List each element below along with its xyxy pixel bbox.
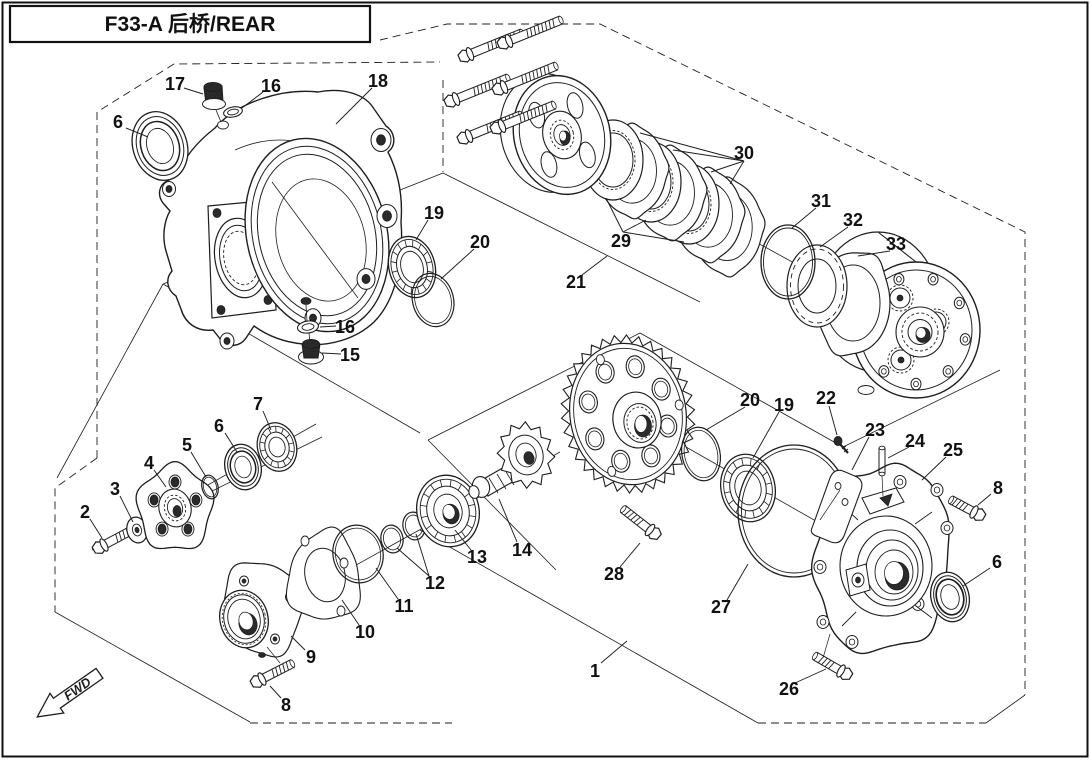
bearing-carrier-9	[219, 562, 307, 664]
callout-31: 31	[811, 191, 831, 211]
bolt-28	[619, 505, 662, 540]
bolt-26	[812, 651, 854, 680]
callout-14: 14	[512, 540, 532, 560]
o-ring-20-mid	[680, 426, 722, 482]
callout-24: 24	[905, 431, 925, 451]
page-title: F33-A 后桥/REAR	[105, 12, 276, 36]
tapered-bearing-7	[256, 422, 298, 472]
callout-29: 29	[611, 231, 631, 251]
oil-seal-6-top	[131, 111, 189, 181]
o-ring-20-top	[411, 272, 455, 328]
bolt-8-lower	[249, 659, 296, 688]
callout-20: 20	[740, 390, 760, 410]
callout-4: 4	[144, 453, 154, 473]
callout-8: 8	[993, 478, 1003, 498]
callout-15: 15	[340, 345, 360, 365]
o-ring-31	[760, 224, 816, 300]
callout-26: 26	[779, 679, 799, 699]
callout-7: 7	[253, 394, 263, 414]
callout-1: 1	[590, 661, 600, 681]
callout-32: 32	[843, 210, 863, 230]
washer-3	[126, 516, 148, 544]
splined-washer-32	[786, 244, 848, 328]
callout-30: 30	[734, 143, 754, 163]
sealing-washer-16-bottom	[297, 320, 319, 334]
o-ring-11	[332, 524, 384, 584]
screw-22	[833, 436, 849, 454]
callout-6: 6	[113, 112, 123, 132]
callout-28: 28	[604, 564, 624, 584]
callout-33: 33	[886, 234, 906, 254]
bolt-group	[443, 15, 564, 145]
callout-3: 3	[110, 479, 120, 499]
callout-11: 11	[394, 596, 413, 616]
callout-18: 18	[368, 71, 388, 91]
spacer-rings-12	[380, 511, 426, 554]
ring-gear	[560, 333, 696, 495]
callout-10: 10	[355, 622, 375, 642]
callout-9: 9	[306, 647, 316, 667]
ball-bearing-19-top	[387, 235, 437, 299]
drive-flange-4	[135, 460, 215, 550]
callout-6: 6	[992, 552, 1002, 572]
oil-seal-6-lower	[224, 443, 262, 491]
gasket-10	[285, 526, 361, 620]
o-ring-5	[201, 474, 219, 500]
callout-22: 22	[816, 388, 836, 408]
callout-16: 16	[261, 76, 281, 96]
filler-plug-17	[202, 82, 226, 110]
callout-25: 25	[943, 440, 963, 460]
ball-bearing-19-mid	[720, 453, 776, 523]
retainer-bracket-23	[810, 469, 863, 544]
callout-12: 12	[425, 573, 445, 593]
callout-5: 5	[182, 435, 192, 455]
gear-case	[158, 89, 403, 350]
callout-8: 8	[281, 695, 291, 715]
callout-6: 6	[214, 416, 224, 436]
callout-2: 2	[80, 502, 90, 522]
oil-seal-6-right	[929, 571, 971, 623]
callout-19: 19	[774, 395, 794, 415]
callout-19: 19	[424, 203, 444, 223]
callout-20: 20	[470, 232, 490, 252]
sealing-washer-16-top	[223, 106, 243, 118]
title-box	[8, 4, 372, 44]
callout-21: 21	[566, 272, 586, 292]
roller-bearing-13	[416, 474, 480, 548]
callout-27: 27	[711, 597, 731, 617]
dowel-pin-24	[878, 445, 886, 497]
callout-23: 23	[865, 420, 885, 440]
callout-17: 17	[165, 74, 185, 94]
drain-plug-15	[298, 332, 324, 365]
pinion-gear-14	[468, 420, 556, 499]
bolt-8-right	[948, 495, 987, 521]
callout-13: 13	[467, 547, 487, 567]
callout-16: 16	[335, 317, 355, 337]
